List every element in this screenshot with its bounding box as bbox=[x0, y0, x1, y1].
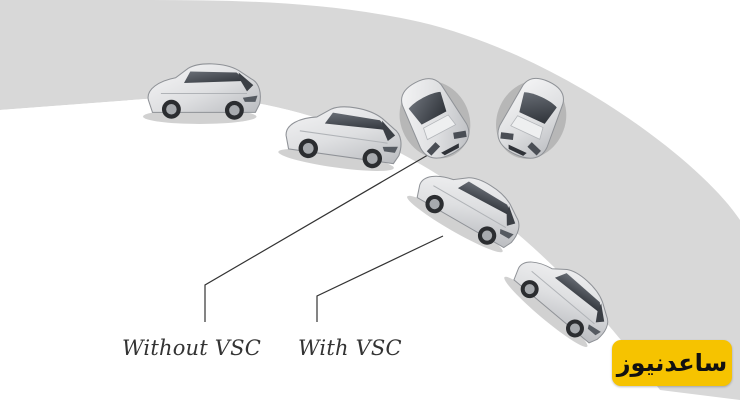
with-vsc-leader-line bbox=[316, 235, 444, 322]
watermark-text: ساعدنیوز bbox=[616, 349, 728, 377]
with-vsc-label: With VSC bbox=[298, 336, 402, 360]
site-watermark-logo: ساعدنیوز bbox=[612, 340, 732, 386]
without-vsc-leader-line bbox=[204, 151, 434, 322]
without-vsc-label: Without VSC bbox=[122, 336, 261, 360]
road-inner-edge bbox=[0, 96, 660, 400]
